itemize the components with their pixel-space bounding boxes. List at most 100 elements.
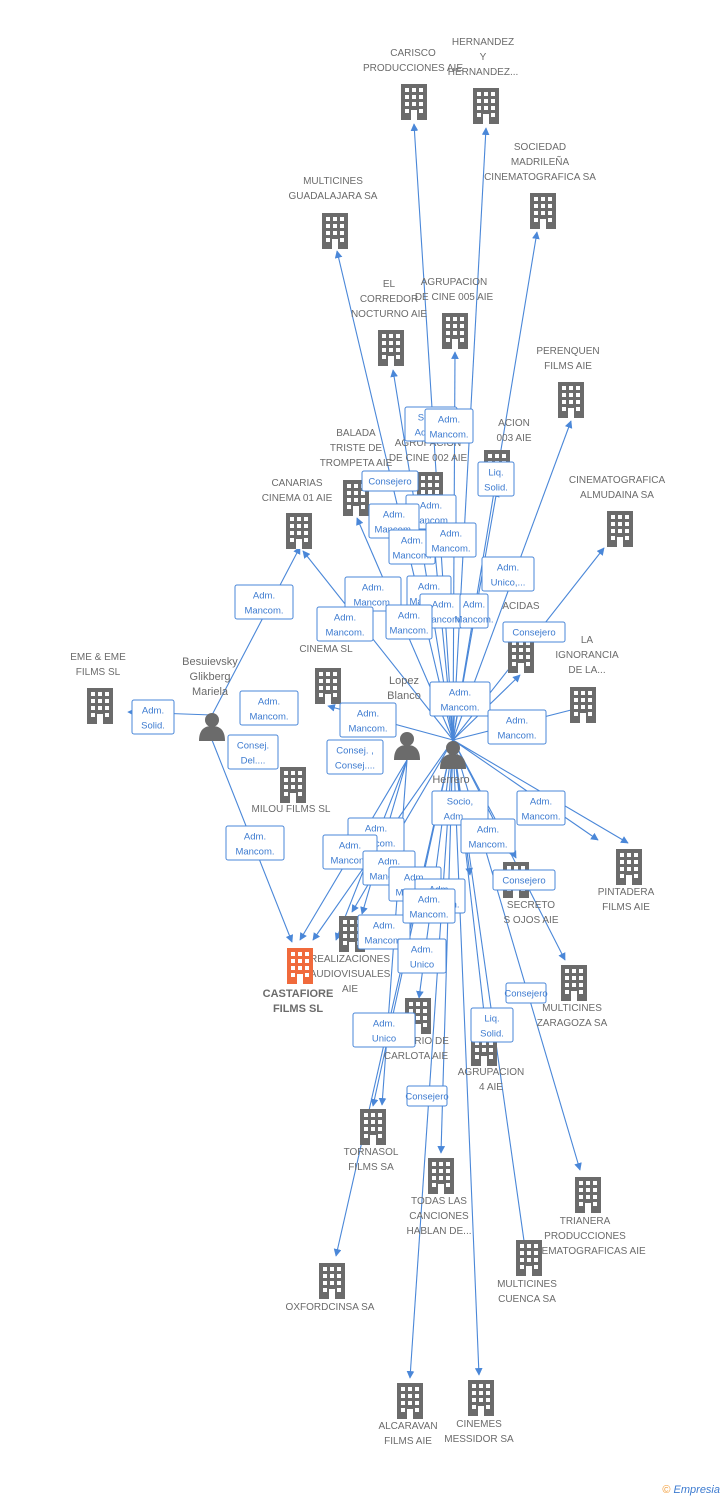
role-text-line: Adm. — [401, 536, 423, 547]
role-label-r18[interactable]: Adm.Solid. — [131, 699, 175, 735]
role-label-r10[interactable]: Adm.Mancom. — [234, 584, 294, 620]
role-label-r41[interactable]: Consejero — [405, 1085, 449, 1107]
company-node-acidas[interactable]: ACIDAS — [502, 601, 540, 673]
building-icon — [561, 965, 587, 1001]
company-node-milou[interactable]: MILOU FILMS SL — [252, 767, 331, 815]
role-label-r20[interactable]: Adm.Mancom. — [429, 681, 491, 717]
role-box-frame — [225, 825, 285, 861]
role-label-r27[interactable]: Adm.Mancom. — [460, 818, 516, 854]
building-icon — [516, 1240, 542, 1276]
company-label: PERENQUEN FILMS AIE — [536, 346, 599, 372]
building-icon — [360, 1109, 386, 1145]
role-label-r25[interactable]: Adm.Mancom. — [516, 790, 566, 826]
building-icon — [286, 513, 312, 549]
company-label-line: OXFORDCINSA SA — [286, 1302, 375, 1313]
role-text-line: Unico — [410, 960, 434, 971]
person-label-line: Glikberg — [190, 671, 231, 683]
role-label-r40[interactable]: Adm.Unico — [352, 1012, 416, 1048]
role-label-r37[interactable]: Adm.Unico — [397, 938, 447, 974]
role-label-r35[interactable]: Adm.Mancom. — [357, 914, 411, 950]
role-label-r32[interactable]: Consejero — [492, 869, 556, 891]
role-text: Adm.Solid. — [141, 706, 165, 732]
role-label-r4[interactable]: Liq.Solid. — [477, 461, 515, 497]
role-label-r38[interactable]: Liq.Solid. — [470, 1007, 514, 1043]
brand-footer[interactable]: © Empresia — [662, 1484, 720, 1496]
relation-edge — [333, 739, 454, 1257]
role-label-r29[interactable]: Adm.Mancom. — [225, 825, 285, 861]
role-label-r9[interactable]: Adm.Unico,... — [481, 556, 535, 592]
company-label-line: CINEMA SL — [299, 644, 353, 655]
company-node-oxford[interactable]: OXFORDCINSA SA — [286, 1263, 375, 1313]
role-label-r14[interactable]: Adm.Mancom. — [454, 593, 494, 629]
company-label-line: DE CINE 005 AIE — [415, 292, 494, 303]
role-label-r21[interactable]: Adm.Mancom. — [339, 702, 397, 738]
role-label-r16[interactable]: Adm.Mancom. — [316, 606, 374, 642]
building-icon — [607, 511, 633, 547]
company-node-diario[interactable]: EL DIARIO DE CARLOTA AIE — [383, 998, 449, 1062]
company-label-line: FILMS AIE — [544, 361, 592, 372]
role-label-r39[interactable]: Consejero — [504, 982, 548, 1004]
role-label-r26[interactable]: Socio,Adm. ... — [431, 790, 489, 826]
company-label-line: CARISCO — [390, 48, 436, 59]
role-text-line: Solid. — [484, 483, 508, 494]
company-label-line: PERENQUEN — [536, 346, 599, 357]
person-icon — [394, 732, 420, 760]
company-label-line: 4 AIE — [479, 1082, 503, 1093]
company-label: MILOU FILMS SL — [252, 804, 331, 815]
company-label-line: CARLOTA AIE — [384, 1051, 449, 1062]
role-label-r24[interactable]: Consej. ,Consej.... — [326, 739, 384, 775]
role-text-line: Adm. — [404, 873, 426, 884]
role-label-r36[interactable]: Adm.Mancom. — [402, 888, 456, 924]
company-label-line: EL DIARIO DE — [383, 1036, 449, 1047]
role-label-r2[interactable]: Adm.Mancom. — [424, 408, 474, 444]
company-label-line: ACION — [498, 418, 530, 429]
role-text: Adm.Mancom. — [454, 600, 493, 626]
role-label-r17[interactable]: Consejero — [502, 621, 566, 643]
role-label-r3[interactable]: Consejero — [361, 470, 419, 492]
role-label-r22[interactable]: Adm.Mancom. — [487, 709, 547, 745]
role-label-r19[interactable]: Adm.Mancom. — [239, 690, 299, 726]
role-box-frame — [429, 681, 491, 717]
company-label-line: DE LA... — [568, 665, 605, 676]
role-label-r7[interactable]: Adm.Mancom. — [388, 529, 436, 565]
role-text: Adm.Mancom. — [389, 611, 428, 637]
brand-name: mpresia — [680, 1484, 720, 1496]
role-text-line: Adm. — [398, 611, 420, 622]
role-label-r15[interactable]: Adm.Mancom. — [385, 604, 433, 640]
company-label-line: MULTICINES — [303, 176, 363, 187]
role-label-r23[interactable]: Consej.Del.... — [227, 734, 279, 770]
role-label-r8[interactable]: Adm.Mancom. — [425, 522, 477, 558]
building-icon — [575, 1177, 601, 1213]
company-node-perenquen[interactable]: PERENQUEN FILMS AIE — [536, 346, 600, 418]
